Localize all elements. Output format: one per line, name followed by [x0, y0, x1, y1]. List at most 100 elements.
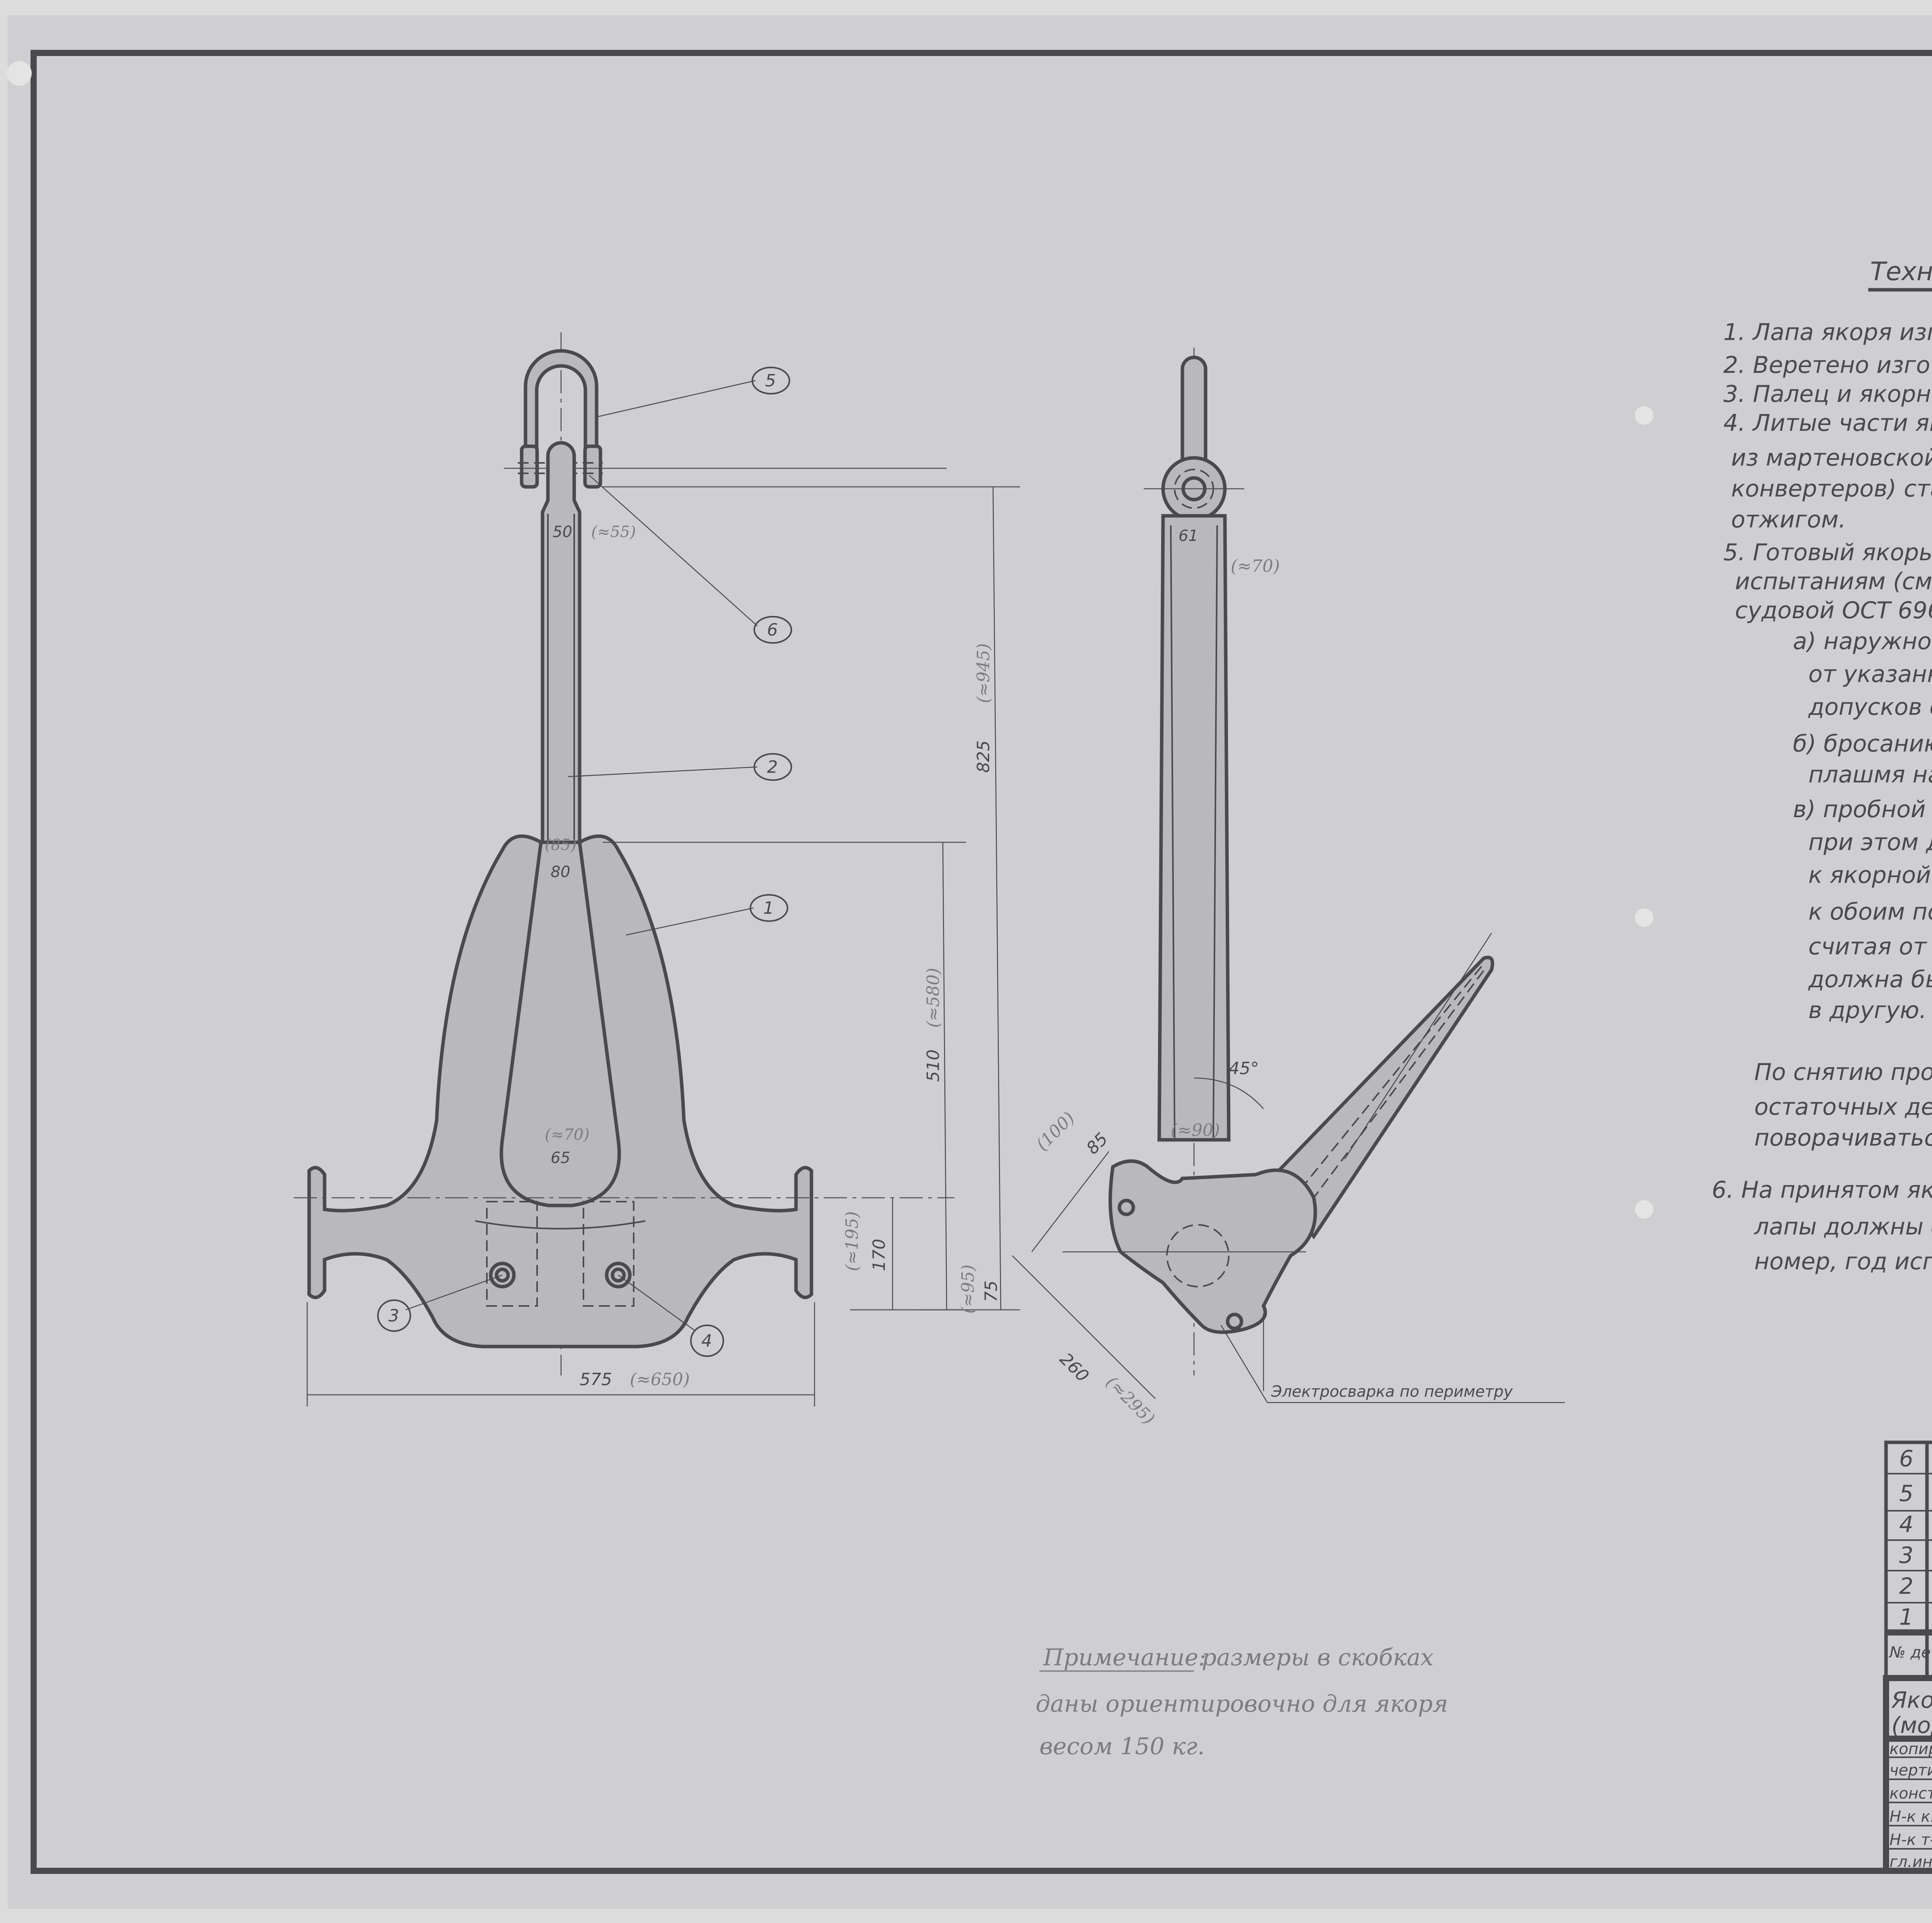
parts-row-2: 2 Веретено 1 Ст-4 26,5 26,5 —"— [1899, 1573, 1913, 1599]
front-view-dimensions: 50 (≈55) (85) 80 (≈70) 65 825 (≈945) 510… [306, 486, 1020, 1406]
svg-text:510: 510 [923, 1049, 943, 1082]
svg-text:2: 2 [1899, 1573, 1913, 1599]
svg-text:80: 80 [551, 863, 570, 881]
svg-text:(100): (100) [1032, 1108, 1079, 1154]
svg-text:копиров: копиров [1889, 1740, 1932, 1758]
svg-text:даны ориентировочно для якоря: даны ориентировочно для якоря [1036, 1690, 1448, 1717]
parts-row-1: 1 Лапа 1 литая ст 67,0 67,0 черт. №409 [1899, 1604, 1913, 1630]
svg-text:(≈650): (≈650) [630, 1370, 690, 1389]
svg-text:50: 50 [553, 523, 572, 541]
svg-text:(≈295): (≈295) [1102, 1372, 1158, 1429]
svg-text:размеры в скобках: размеры в скобках [1202, 1644, 1434, 1671]
title-block-text: Якорь инж. Матросова (модель 2) 100кг. О… [1889, 1687, 1932, 1871]
drawing-frame [31, 50, 1932, 1874]
drawing-sheet [8, 15, 1932, 1909]
svg-text:б) бросанию с высоты 4,5м. в г: б) бросанию с высоты 4,5м. в горизонталь… [1793, 730, 1932, 757]
svg-text:отжигом.: отжигом. [1731, 506, 1846, 533]
svg-text:5: 5 [1899, 1480, 1913, 1506]
svg-text:считая от носка; при этом лапа: считая от носка; при этом лапа якоря сна… [1808, 933, 1932, 960]
svg-text:1: 1 [1899, 1604, 1913, 1630]
punch-hole [7, 61, 32, 86]
svg-text:судовой ОСТ 6962/406 ).: судовой ОСТ 6962/406 ). [1735, 597, 1932, 624]
svg-text:к обоим половинам лапы на одно: к обоим половинам лапы на одной трети их… [1808, 898, 1932, 925]
svg-text:45°: 45° [1229, 1059, 1259, 1078]
balloon-2-label: 2 [767, 757, 778, 777]
svg-text:(≈70): (≈70) [1231, 556, 1280, 576]
svg-text:4. Литые части якоря должны бы: 4. Литые части якоря должны быть изготов… [1723, 410, 1932, 437]
svg-text:Н-к т-о: Н-к т-о [1889, 1831, 1932, 1849]
svg-text:допусков от −4% до +8%.: допусков от −4% до +8%. [1808, 694, 1932, 721]
svg-text:чертил: чертил [1889, 1761, 1932, 1779]
balloon-4-label: 4 [701, 1331, 712, 1351]
balloon-5-label: 5 [765, 371, 776, 391]
svg-text:3: 3 [1899, 1542, 1913, 1568]
front-view-anchor [294, 332, 954, 1376]
svg-text:75: 75 [981, 1280, 1001, 1302]
svg-text:а) наружному осмотру и взвешив: а) наружному осмотру и взвешиванию; откл… [1793, 628, 1932, 655]
svg-text:(≈55): (≈55) [591, 523, 636, 541]
svg-text:поворачиваться на полный угол: поворачиваться на полный угол 45°. [1754, 1124, 1932, 1151]
front-view-balloons: 5 6 2 1 3 4 [377, 367, 792, 1357]
balloon-3 [377, 1299, 411, 1332]
balloon-6 [753, 616, 792, 644]
svg-text:(≈945): (≈945) [974, 643, 993, 703]
svg-text:170: 170 [869, 1239, 889, 1271]
balloon-2 [753, 753, 792, 781]
svg-text:должна быть повернута, в одну: должна быть повернута, в одну сторону, п… [1808, 966, 1932, 993]
svg-text:гл.инж.: гл.инж. [1889, 1853, 1932, 1871]
punch-hole [1635, 1200, 1653, 1219]
svg-text:61: 61 [1179, 527, 1198, 545]
pencil-note: Примечание: размеры в скобках даны ориен… [1036, 1644, 1448, 1760]
side-view-anchor [1063, 348, 1494, 1376]
svg-text:(≈195): (≈195) [842, 1211, 862, 1271]
svg-text:2. Веретено изготовляется или: 2. Веретено изготовляется или кованым ил… [1723, 352, 1932, 379]
svg-text:6. На принятом якоре на верете: 6. На принятом якоре на веретене и на бо… [1712, 1177, 1932, 1204]
svg-text:конвертеров) стали с последующ: конвертеров) стали с последующим надлежа… [1731, 475, 1932, 502]
title-block [1883, 1675, 1932, 1874]
parts-row-3: 3 Валик 1 Ст-4 2,60 2,60 —"— [1899, 1542, 1913, 1568]
svg-text:плашмя на стальную плиту.: плашмя на стальную плиту. [1808, 761, 1932, 788]
svg-text:(≈95): (≈95) [958, 1265, 978, 1314]
svg-text:825: 825 [974, 740, 993, 773]
balloon-3-label: 3 [388, 1306, 399, 1326]
svg-text:(≈580): (≈580) [923, 968, 943, 1028]
balloon-1-label: 1 [763, 898, 774, 918]
svg-text:575: 575 [580, 1370, 612, 1389]
svg-text:(85): (85) [545, 836, 577, 854]
parts-table [1884, 1440, 1932, 1680]
parts-row-5: 5 Скоба 1 —"— 1,92 1,92 —"— [1899, 1480, 1913, 1506]
svg-text:По снятию пробной нагрузки у я: По снятию пробной нагрузки у якоря не до… [1754, 1059, 1932, 1086]
parts-row-6: 6 Штырь к скобе 1 —"— 0,48 0,48 —"— [1899, 1445, 1913, 1472]
svg-text:весом 150 кг.: весом 150 кг. [1039, 1733, 1205, 1760]
product-name: Якорь инж. Матросова [1891, 1687, 1932, 1713]
svg-text:при этом должна быть приложена: при этом должна быть приложена с одной с… [1808, 829, 1932, 856]
svg-text:Н-к к.б: Н-к к.б [1889, 1808, 1932, 1826]
punch-hole [1635, 908, 1653, 927]
svg-text:к якорной скобе, а с другой ст: к якорной скобе, а с другой стороны одно… [1808, 862, 1932, 889]
svg-text:в другую.: в другую. [1808, 997, 1927, 1024]
svg-text:№ дет.: № дет. [1889, 1644, 1932, 1661]
balloon-1 [750, 894, 788, 922]
svg-text:(≈90): (≈90) [1171, 1120, 1220, 1140]
svg-text:65: 65 [551, 1149, 570, 1167]
punch-hole [1635, 406, 1653, 425]
svg-text:4: 4 [1899, 1511, 1913, 1537]
svg-text:260: 260 [1056, 1349, 1092, 1386]
product-model: (модель 2) 100кг. [1891, 1712, 1932, 1738]
svg-text:5. Готовый якорь должен подвер: 5. Готовый якорь должен подвергаться сле… [1723, 539, 1932, 566]
svg-text:лапы должны быть выбиты: завод: лапы должны быть выбиты: заводская марка… [1754, 1213, 1932, 1240]
svg-text:остаточных деформаций и лапа я: остаточных деформаций и лапа якоря должн… [1754, 1093, 1932, 1120]
note-label: Примечание: [1043, 1644, 1206, 1671]
svg-text:6: 6 [1899, 1445, 1913, 1472]
svg-text:из мартеновской или бессемеров: из мартеновской или бессемеровской (из м… [1731, 444, 1932, 471]
svg-text:от указанного веса якоря не до: от указанного веса якоря не должны прево… [1808, 661, 1932, 688]
tech-heading: Технические условия: [1870, 257, 1932, 286]
weld-note: Электросварка по периметру [1271, 1383, 1513, 1401]
svg-text:констр.: констр. [1889, 1785, 1932, 1802]
svg-text:испытаниям (см. технические ус: испытаниям (см. технические условия на я… [1735, 568, 1932, 595]
svg-text:3. Палец и якорная скоба изгот: 3. Палец и якорная скоба изготовляются к… [1723, 381, 1932, 408]
parts-row-4: 4 Штырь 2 Ст-2 0,62 1,24 —"— [1899, 1511, 1913, 1537]
balloon-4 [690, 1325, 724, 1357]
svg-text:(≈70): (≈70) [545, 1126, 590, 1144]
